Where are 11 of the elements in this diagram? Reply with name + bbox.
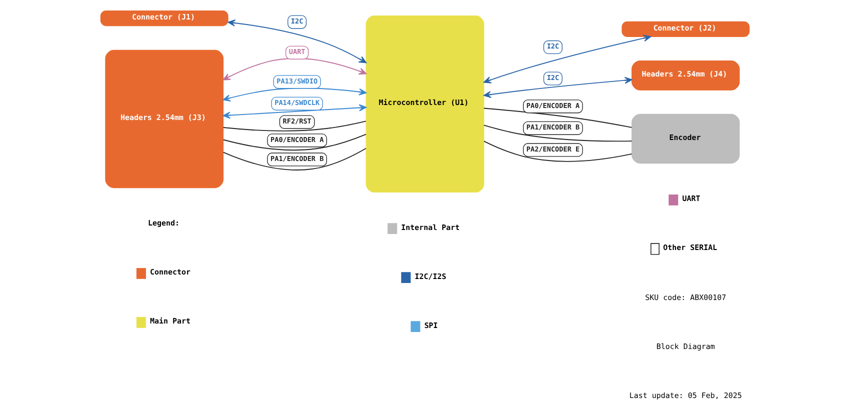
connector [483,140,632,162]
connector [222,148,366,170]
connector [483,124,632,142]
arrow [484,76,632,98]
arrow [222,104,367,119]
connector [483,108,632,128]
arrow [484,34,652,84]
arrow [228,19,367,64]
arrow [222,88,367,102]
arrow [222,58,367,80]
connector [222,120,366,132]
